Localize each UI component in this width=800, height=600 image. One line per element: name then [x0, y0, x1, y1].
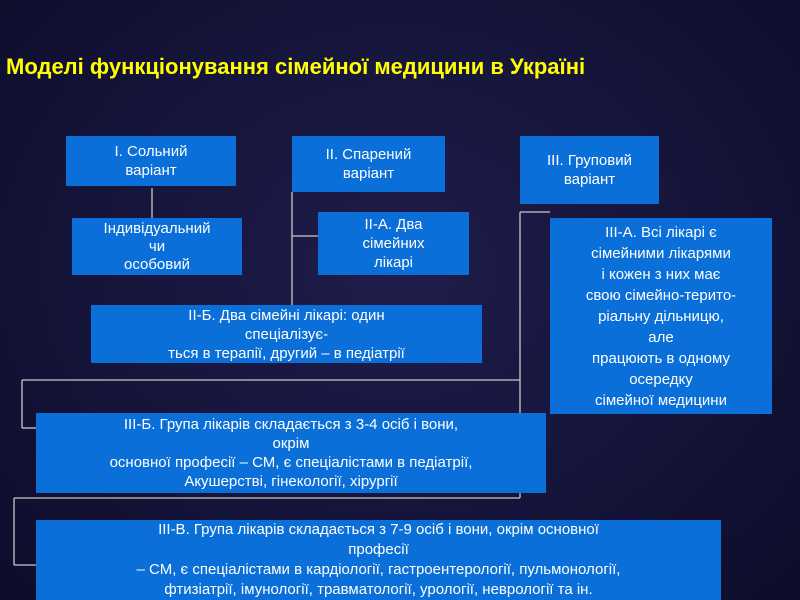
box-individual: Індивідуальний чи особовий	[72, 218, 242, 275]
page-title: Моделі функціонування сімейної медицини …	[6, 54, 586, 79]
box-iiib: III-Б. Група лікарів складається з 3-4 о…	[36, 413, 546, 493]
box-iiia: III-A. Всі лікарі є сімейними лікарями і…	[550, 218, 772, 414]
box-iiiv: III-В. Група лікарів складається з 7-9 о…	[36, 520, 721, 600]
box-paired-variant: II. Спарений варіант	[292, 136, 445, 192]
box-iib: II-Б. Два сімейні лікарі: один спеціаліз…	[91, 305, 482, 363]
box-group-variant: III. Груповий варіант	[520, 136, 659, 204]
box-iia: II-A. Два сімейних лікарі	[318, 212, 469, 275]
box-solo-variant: I. Сольний варіант	[66, 136, 236, 186]
